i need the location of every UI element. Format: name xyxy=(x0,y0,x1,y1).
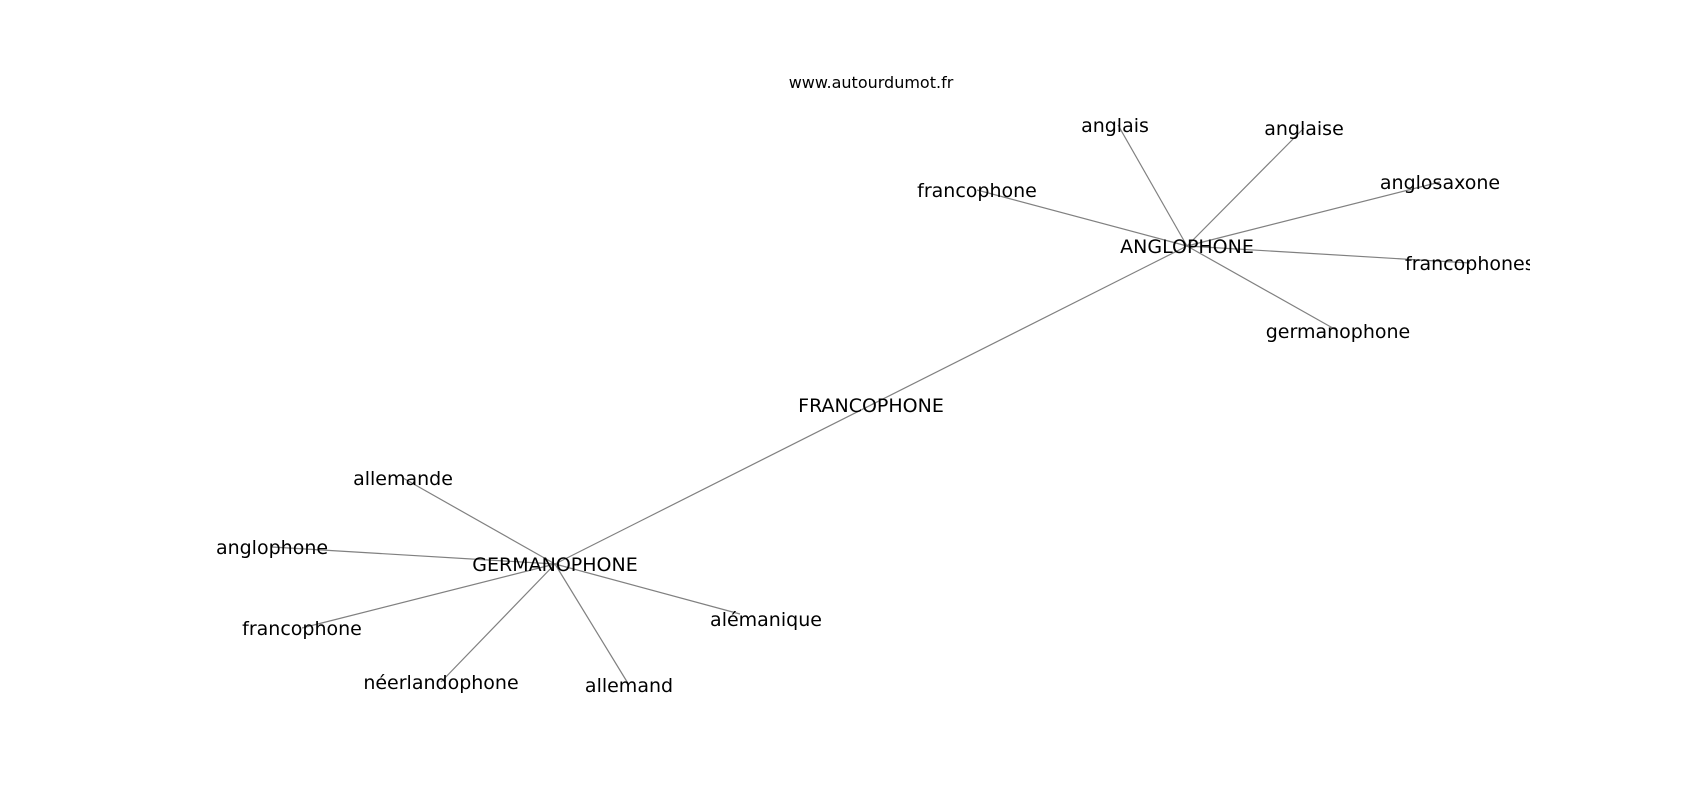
edge-germanophone_hub-francophone_g xyxy=(301,563,556,629)
site-url: www.autourdumot.fr xyxy=(789,73,954,92)
edge-anglophone_hub-anglais xyxy=(1117,124,1188,247)
node-label-francophone_a: francophone xyxy=(917,180,1037,202)
node-label-germanophone_hub: GERMANOPHONE xyxy=(472,554,637,576)
node-label-francophones: francophones xyxy=(1405,253,1535,275)
edge-anglophone_hub-francophones xyxy=(1186,245,1471,264)
edge-anglophone_hub-germanophone xyxy=(1186,245,1339,332)
node-label-allemande: allemande xyxy=(353,468,453,490)
node-label-anglophone_hub: ANGLOPHONE xyxy=(1120,236,1254,258)
node-label-germanophone: germanophone xyxy=(1266,321,1411,343)
edge-germanophone_hub-allemande xyxy=(402,477,556,565)
edge-germanophone_hub-anglophone xyxy=(271,546,556,565)
node-label-anglaise: anglaise xyxy=(1264,118,1344,140)
node-label-alemanique: alémanique xyxy=(710,609,822,631)
edge-germanophone_hub-allemand xyxy=(554,563,630,686)
edge-germanophone_hub-alemanique xyxy=(554,563,741,615)
edge-anglophone_hub-germanophone_hub xyxy=(554,245,1188,565)
node-label-neerlandophone: néerlandophone xyxy=(363,672,518,694)
edges-layer xyxy=(271,124,1471,686)
edge-anglophone_hub-francophone_a xyxy=(976,189,1188,247)
labels-layer: FRANCOPHONE ANGLOPHONE GERMANOPHONE anglais… xyxy=(216,115,1535,697)
node-label-francophone_center: FRANCOPHONE xyxy=(798,395,944,417)
edge-anglophone_hub-anglosaxone xyxy=(1186,181,1441,247)
node-label-francophone_g: francophone xyxy=(242,618,362,640)
edge-germanophone_hub-neerlandophone xyxy=(440,563,556,683)
node-label-anglosaxone: anglosaxone xyxy=(1380,172,1500,194)
edge-anglophone_hub-anglaise xyxy=(1186,127,1305,247)
node-label-allemand: allemand xyxy=(585,675,673,697)
node-label-anglais: anglais xyxy=(1081,115,1149,137)
node-label-anglophone: anglophone xyxy=(216,537,328,559)
